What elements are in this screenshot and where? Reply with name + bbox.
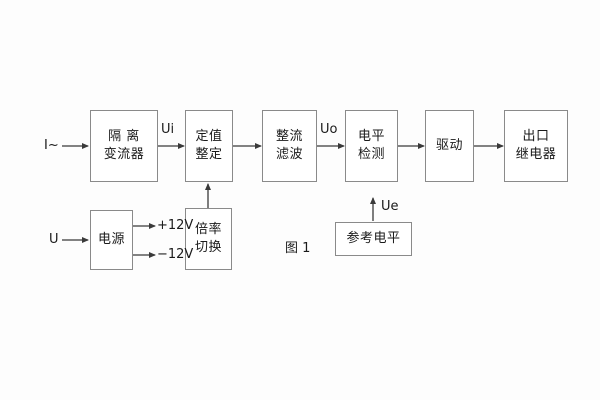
block-line: 检测	[357, 147, 385, 162]
block-setting-adjustment[interactable]: 定值 整定	[185, 110, 233, 182]
block-level-detection[interactable]: 电平 检测	[345, 110, 398, 182]
block-isolation-transformer[interactable]: 隔 离 变流器	[90, 110, 158, 182]
block-line: 隔 离	[108, 129, 140, 145]
block-line: 电源	[97, 232, 125, 248]
figure-caption: 图 1	[285, 241, 311, 256]
input-label-current: I~	[44, 138, 59, 153]
signal-label-ue: Ue	[381, 199, 399, 214]
block-line: 驱动	[435, 138, 463, 154]
power-rail-positive-label: +12V	[157, 218, 194, 233]
block-line: 继电器	[515, 147, 557, 162]
block-line: 整定	[195, 147, 223, 162]
block-line: 变流器	[103, 147, 145, 162]
input-label-voltage: U	[49, 232, 59, 247]
block-line: 切换	[194, 240, 222, 255]
signal-label-ui: Ui	[161, 122, 175, 137]
block-line: 出口	[522, 129, 550, 145]
block-line: 定值	[195, 129, 223, 145]
signal-label-uo: Uo	[320, 122, 338, 137]
block-line: 倍率	[194, 222, 222, 238]
block-rectify-filter[interactable]: 整流 滤波	[262, 110, 317, 182]
block-reference-level[interactable]: 参考电平	[335, 222, 412, 256]
block-line: 滤波	[275, 147, 303, 162]
block-power-supply[interactable]: 电源	[90, 210, 133, 270]
block-output-relay[interactable]: 出口 继电器	[504, 110, 568, 182]
block-line: 整流	[275, 129, 303, 145]
block-line: 参考电平	[346, 231, 401, 247]
block-multiplier-switch[interactable]: 倍率 切换	[185, 208, 232, 270]
block-drive[interactable]: 驱动	[425, 110, 474, 182]
power-rail-negative-label: −12V	[157, 247, 194, 262]
block-line: 电平	[357, 129, 385, 145]
